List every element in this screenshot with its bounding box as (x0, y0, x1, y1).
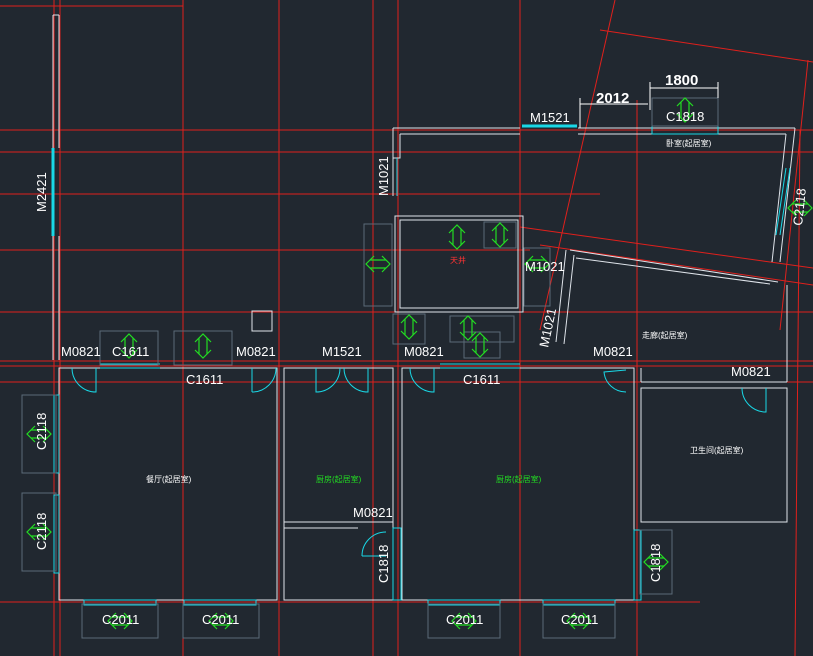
window-label-c1818-right: C1818 (648, 544, 663, 582)
window-label-c1818-top: C1818 (666, 109, 704, 124)
room-label-right-small: 走廊(起居室) (642, 330, 688, 340)
window-arrow-icon (676, 97, 694, 123)
room-label-living: 餐厅(起居室) (146, 474, 192, 484)
dimension-lines (579, 82, 719, 128)
window-arrow-icon (365, 255, 391, 273)
window-arrow-icon (787, 199, 813, 217)
door-label-m1521-mid: M1521 (322, 344, 362, 359)
window-arrow-icon (451, 612, 477, 630)
room-label-mid: 厨房(起居室) (316, 474, 362, 484)
window-boxes (21, 97, 719, 639)
window-label-c1818-mid: C1818 (376, 545, 391, 583)
window-symbols (26, 97, 813, 630)
window-label-c2011-d: C2011 (561, 612, 598, 627)
dimension-1800: 1800 (665, 72, 698, 89)
window-arrow-icon (524, 255, 550, 273)
window-label-c2118-right: C2118 (790, 188, 809, 227)
window-arrow-icon (491, 222, 509, 248)
window-arrow-icon (459, 315, 477, 341)
door-label-m1021-left: M1021 (376, 156, 391, 196)
door-label-m0821-d: M0821 (593, 344, 633, 359)
walls (52, 14, 796, 601)
room-label-stair: 天井 (450, 255, 466, 265)
room-label-top: 卧室(起居室) (666, 138, 712, 148)
door-label-m0821-a: M0821 (61, 344, 101, 359)
room-label-center: 厨房(起居室) (496, 474, 542, 484)
door-label-m1021-diag: M1021 (536, 307, 559, 349)
door-label-m0821-b: M0821 (236, 344, 276, 359)
window-arrow-icon (208, 612, 234, 630)
window-arrow-icon (400, 314, 418, 340)
door-label-m1021-right: M1021 (525, 259, 565, 274)
door-label-m2421: M2421 (34, 172, 49, 212)
window-label-c2011-b: C2011 (202, 612, 239, 627)
window-arrow-icon (194, 333, 212, 359)
window-label-c1611-a: C1611 (112, 344, 149, 359)
room-label-bathroom: 卫生间(起居室) (690, 445, 744, 455)
window-arrow-icon (120, 333, 138, 359)
window-arrow-icon (471, 332, 489, 358)
door-label-m0821-f: M0821 (731, 364, 771, 379)
window-arrow-icon (26, 425, 52, 443)
window-label-c2118-left-a: C2118 (34, 413, 49, 450)
door-label-m0821-c: M0821 (404, 344, 444, 359)
window-arrow-icon (448, 224, 466, 250)
door-label-m1521-top: M1521 (530, 110, 570, 125)
window-label-c1611-c: C1611 (463, 372, 500, 387)
window-label-c2118-left-b: C2118 (34, 513, 49, 550)
window-label-c2011-c: C2011 (446, 612, 483, 627)
window-arrow-icon (26, 523, 52, 541)
window-arrow-icon (566, 612, 592, 630)
window-arrow-icon (107, 612, 133, 630)
window-label-c2011-a: C2011 (102, 612, 139, 627)
door-label-m0821-e: M0821 (353, 505, 393, 520)
window-arrow-icon (643, 553, 669, 571)
dimension-2012: 2012 (596, 90, 629, 107)
window-label-c1611-b: C1611 (186, 372, 223, 387)
